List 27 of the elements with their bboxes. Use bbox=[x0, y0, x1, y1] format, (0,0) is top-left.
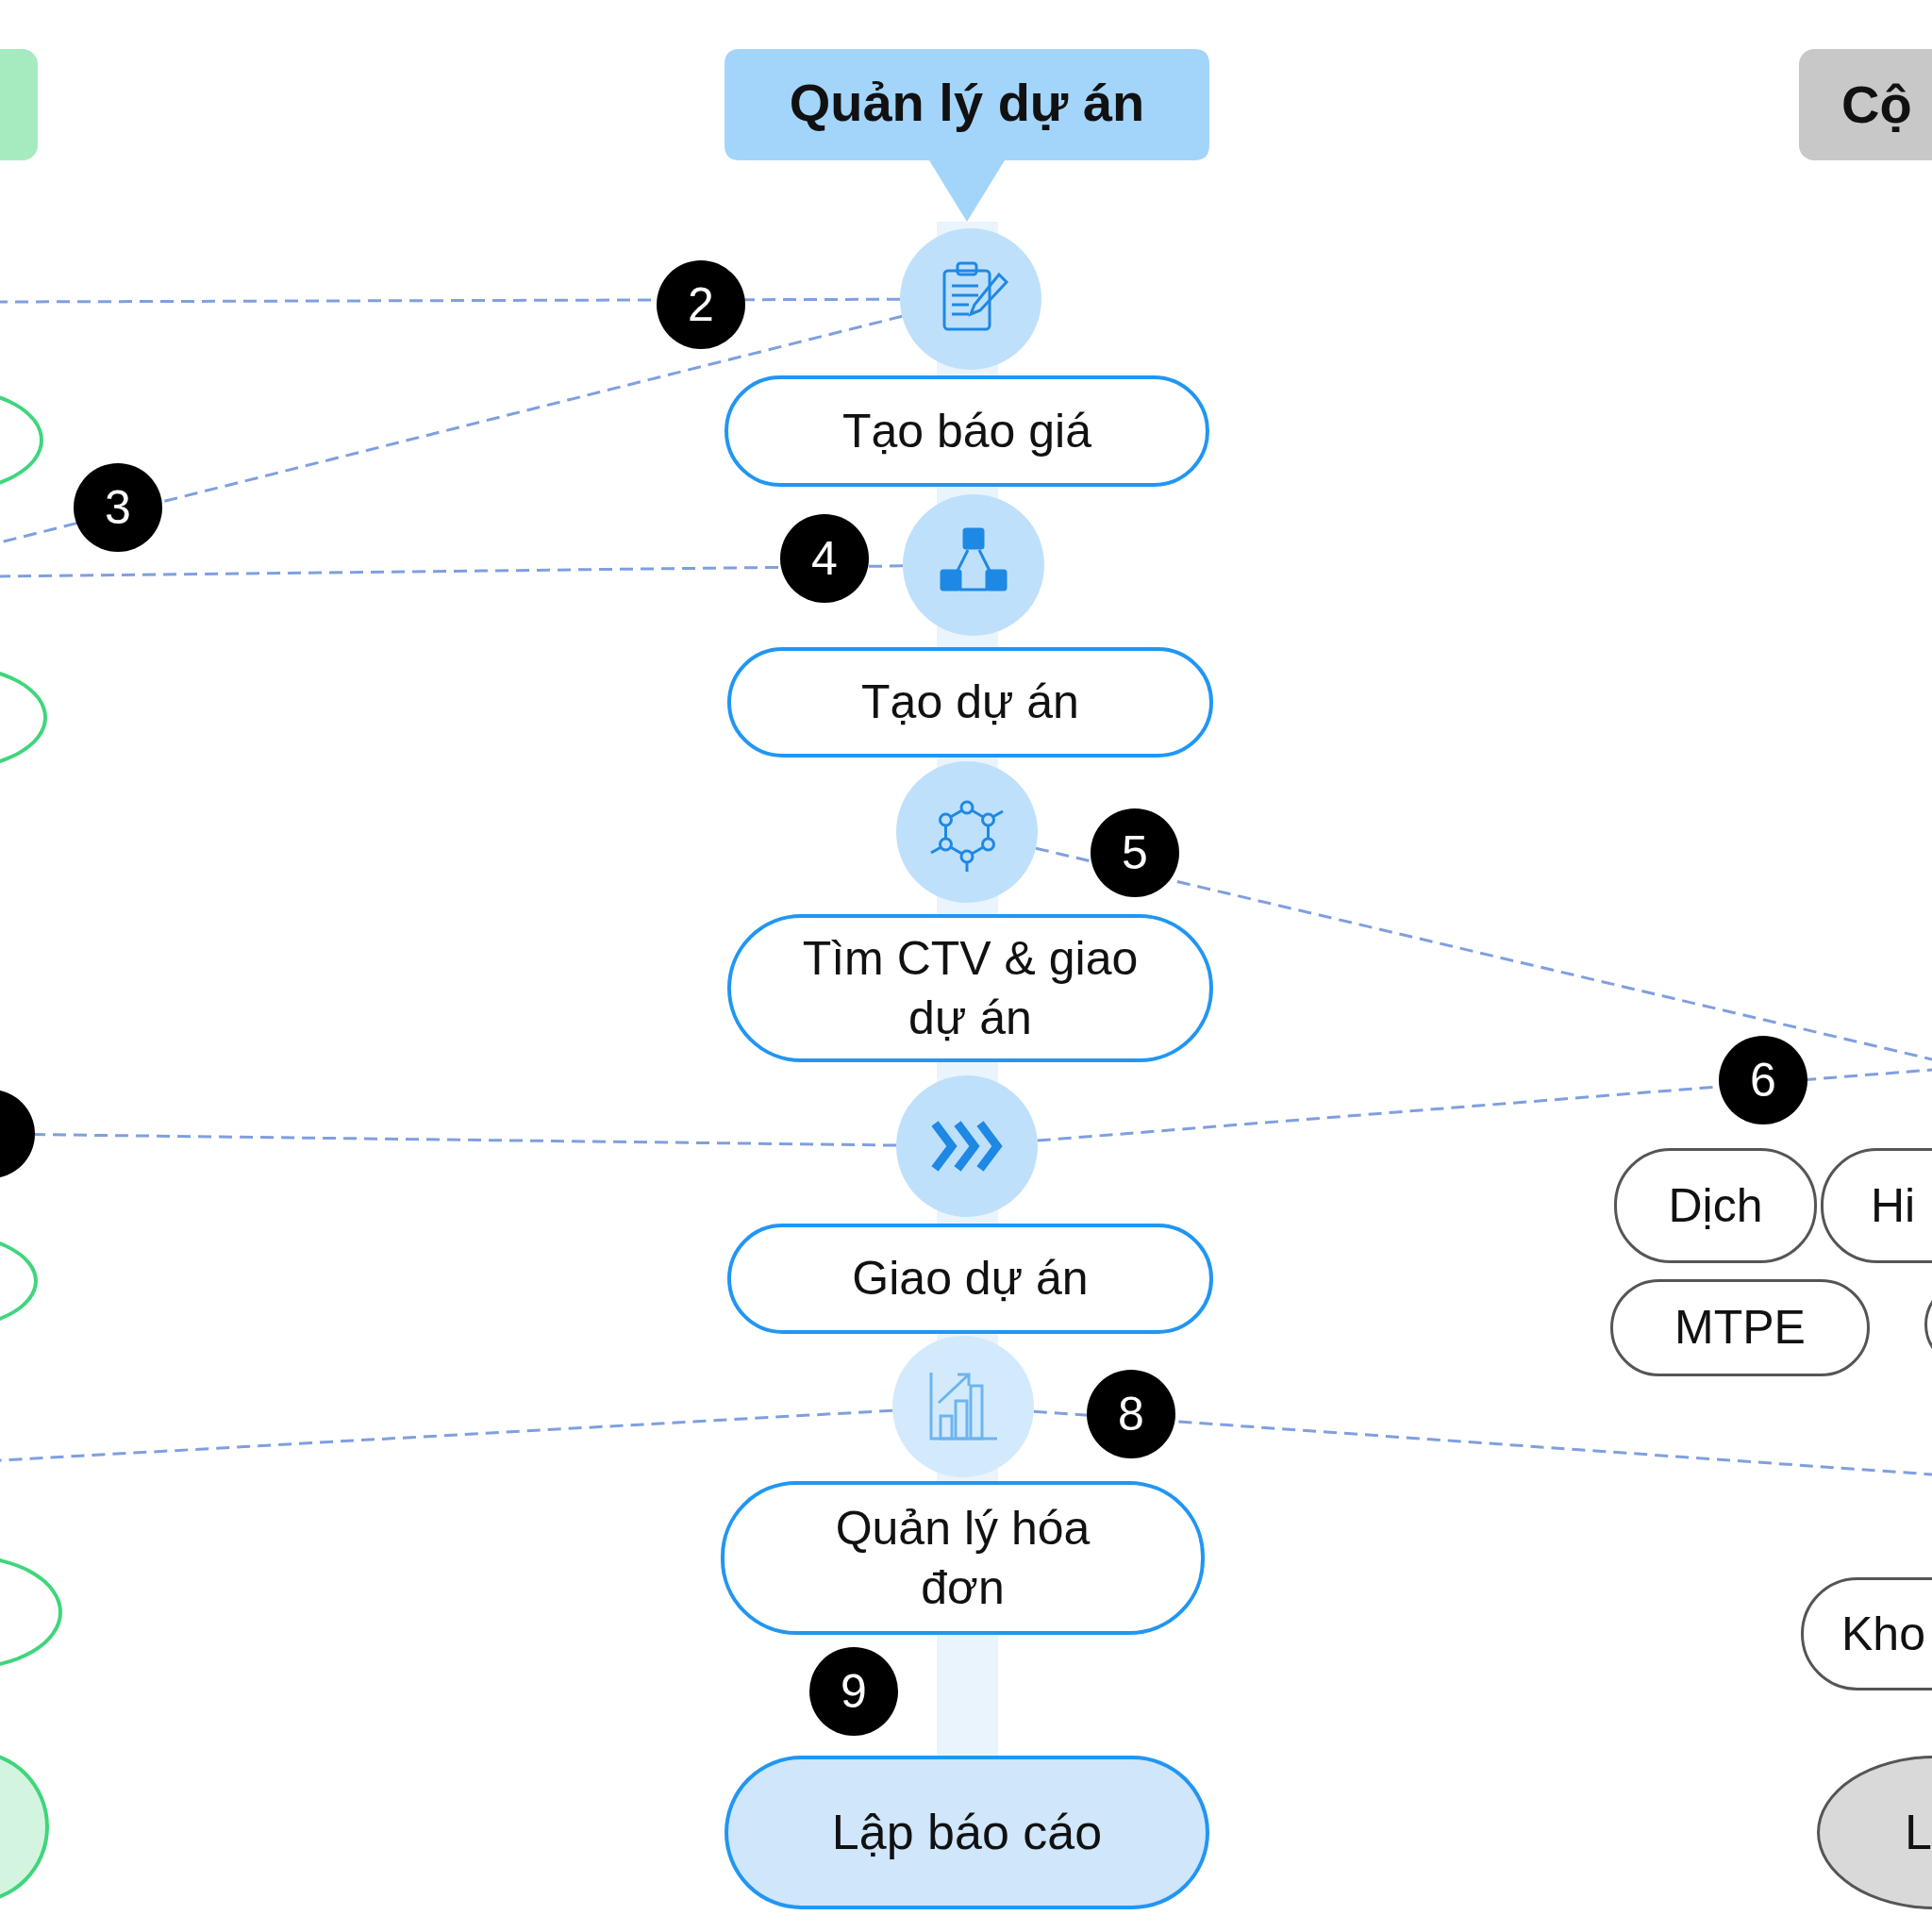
dashed-connector bbox=[1035, 846, 1932, 1061]
tag-pill: MTPE bbox=[1610, 1279, 1870, 1376]
header-tab: Cộ bbox=[1799, 49, 1932, 160]
circle-node: L bbox=[1817, 1756, 1932, 1909]
step-pill: Giao dự án bbox=[727, 1224, 1213, 1334]
tag-pill: Kho bbox=[1801, 1577, 1932, 1690]
callout-number: 3 bbox=[74, 463, 162, 552]
callout-number: 2 bbox=[657, 260, 745, 349]
callout-number: 4 bbox=[780, 514, 869, 603]
callout-number: 5 bbox=[1091, 808, 1179, 897]
dashed-connector bbox=[35, 1133, 897, 1147]
tag-pill: Dịch bbox=[1614, 1148, 1817, 1263]
dashed-connector bbox=[1033, 1409, 1932, 1476]
step-pill: Tạo báo giá bbox=[724, 375, 1209, 487]
dashed-connector bbox=[1037, 1068, 1932, 1142]
dashed-connector bbox=[0, 1408, 893, 1462]
header-tab: Quản lý dự án bbox=[724, 49, 1209, 222]
tag-pill: Hi bbox=[1821, 1148, 1932, 1263]
dashed-connector bbox=[0, 564, 904, 578]
callout-number: 8 bbox=[1087, 1370, 1175, 1458]
dashed-connector bbox=[0, 297, 900, 304]
step-pill: Lập báo cáo bbox=[724, 1756, 1209, 1909]
callout-number: 6 bbox=[1719, 1036, 1807, 1124]
callout-number: 9 bbox=[809, 1647, 898, 1736]
step-pill: Tìm CTV & giao dự án bbox=[727, 914, 1213, 1062]
step-pill: Quản lý hóa đơn bbox=[721, 1481, 1205, 1635]
step-pill: Tạo dự án bbox=[727, 647, 1213, 758]
